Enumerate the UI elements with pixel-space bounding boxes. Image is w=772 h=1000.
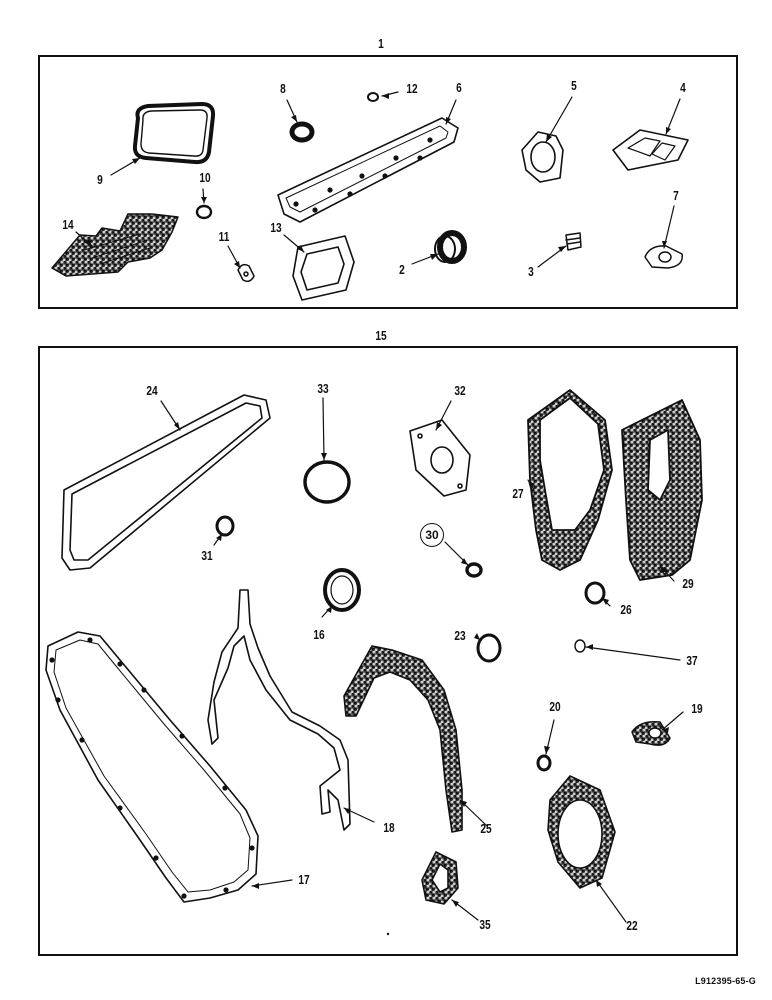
kit-15-panel [38, 346, 738, 956]
part-26-o-ring [584, 581, 606, 605]
callout-33: 33 [317, 381, 329, 396]
part-22-gasket [547, 775, 616, 889]
callout-7: 7 [673, 188, 679, 203]
part-18-gasket [207, 589, 351, 831]
callout-31: 31 [201, 548, 213, 563]
callout-22: 22 [626, 918, 638, 933]
part-17-timing-cover-gasket [45, 631, 259, 903]
part-23-o-ring [476, 633, 502, 663]
callout-18: 18 [383, 820, 395, 835]
callout-5: 5 [571, 78, 577, 93]
part-30-small-seal [465, 562, 483, 578]
part-37-small-ring [574, 639, 586, 653]
callout-20: 20 [549, 699, 561, 714]
callout-2: 2 [399, 262, 405, 277]
part-27-large-gasket [527, 389, 613, 571]
part-20-small-ring [536, 754, 552, 772]
part-31-o-ring [215, 515, 235, 537]
part-13-flange-gasket [292, 235, 355, 301]
callout-29: 29 [682, 576, 694, 591]
callout-11: 11 [218, 229, 230, 244]
callout-30-circled: 30 [420, 523, 444, 547]
callout-16: 16 [313, 627, 325, 642]
part-16-ring [323, 568, 361, 612]
kit-15-label: 15 [375, 328, 387, 343]
part-24-rocker-cover-gasket [61, 394, 271, 571]
part-19-gasket [631, 720, 671, 746]
callout-37: 37 [686, 653, 698, 668]
callout-24: 24 [146, 383, 158, 398]
part-11-clip [237, 263, 255, 283]
dot-mark [386, 932, 390, 936]
part-7-small-flange [644, 245, 683, 269]
part-10-small-ring [195, 204, 213, 220]
part-29-large-gasket [621, 399, 703, 581]
callout-6: 6 [456, 80, 462, 95]
callout-3: 3 [528, 264, 534, 279]
callout-25: 25 [480, 821, 492, 836]
part-12-washer [367, 92, 379, 102]
part-8-seal [289, 121, 315, 143]
part-14-flat-gasket [51, 213, 179, 277]
part-35-gasket [421, 851, 459, 905]
part-9-rounded-square-seal [132, 102, 216, 165]
callout-4: 4 [680, 80, 686, 95]
kit-1-label: 1 [378, 36, 384, 51]
kit-1-panel [38, 55, 738, 309]
callout-10: 10 [199, 170, 211, 185]
part-32-gasket [409, 419, 471, 497]
callout-17: 17 [298, 872, 310, 887]
callout-19: 19 [691, 701, 703, 716]
part-6-long-gasket [277, 117, 459, 223]
part-4-double-gasket [612, 129, 689, 171]
part-2-oil-seal [434, 230, 467, 264]
figure-reference: L912395-65-G [695, 976, 756, 986]
callout-27: 27 [512, 486, 524, 501]
callout-8: 8 [280, 81, 286, 96]
part-3-grommet [565, 232, 582, 251]
callout-9: 9 [97, 172, 103, 187]
callout-23: 23 [454, 628, 466, 643]
part-33-o-ring [303, 460, 351, 504]
callout-35: 35 [479, 917, 491, 932]
callout-32: 32 [454, 383, 466, 398]
callout-13: 13 [270, 220, 282, 235]
callout-26: 26 [620, 602, 632, 617]
part-25-gasket [343, 645, 463, 833]
callout-14: 14 [62, 217, 74, 232]
callout-12: 12 [406, 81, 418, 96]
leader-arrowheads [85, 93, 671, 907]
part-5-gasket [521, 131, 564, 183]
